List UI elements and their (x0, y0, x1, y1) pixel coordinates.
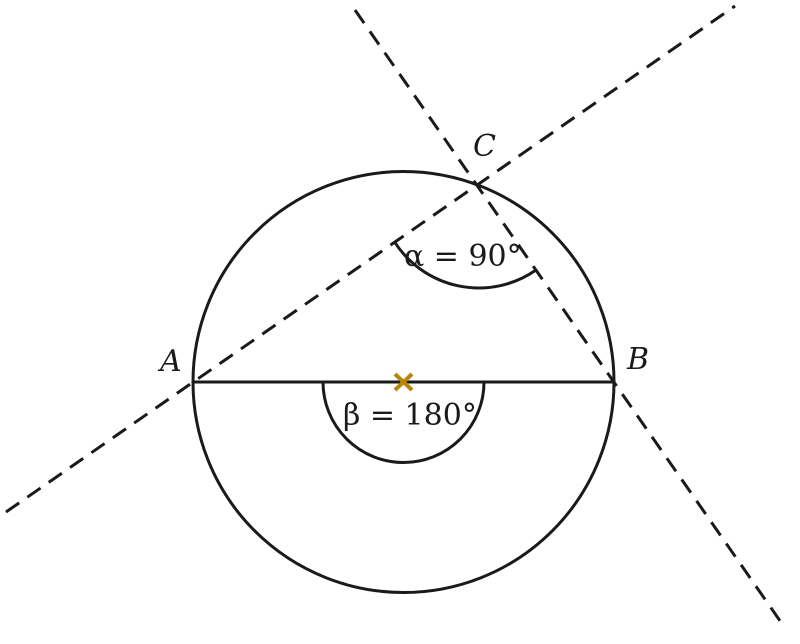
point-label-a: A (157, 344, 182, 379)
cross-marker-icon (393, 372, 414, 392)
angle-label-beta: β = 180° (343, 398, 477, 433)
dashed-line-ac (5, 4, 736, 514)
dashed-line-cb (353, 9, 787, 629)
angle-arc-alpha (392, 240, 537, 290)
angle-label-alpha: α = 90° (404, 239, 522, 274)
angle-arc-beta (321, 381, 486, 464)
point-label-b: B (626, 342, 649, 377)
point-label-c: C (473, 129, 496, 164)
